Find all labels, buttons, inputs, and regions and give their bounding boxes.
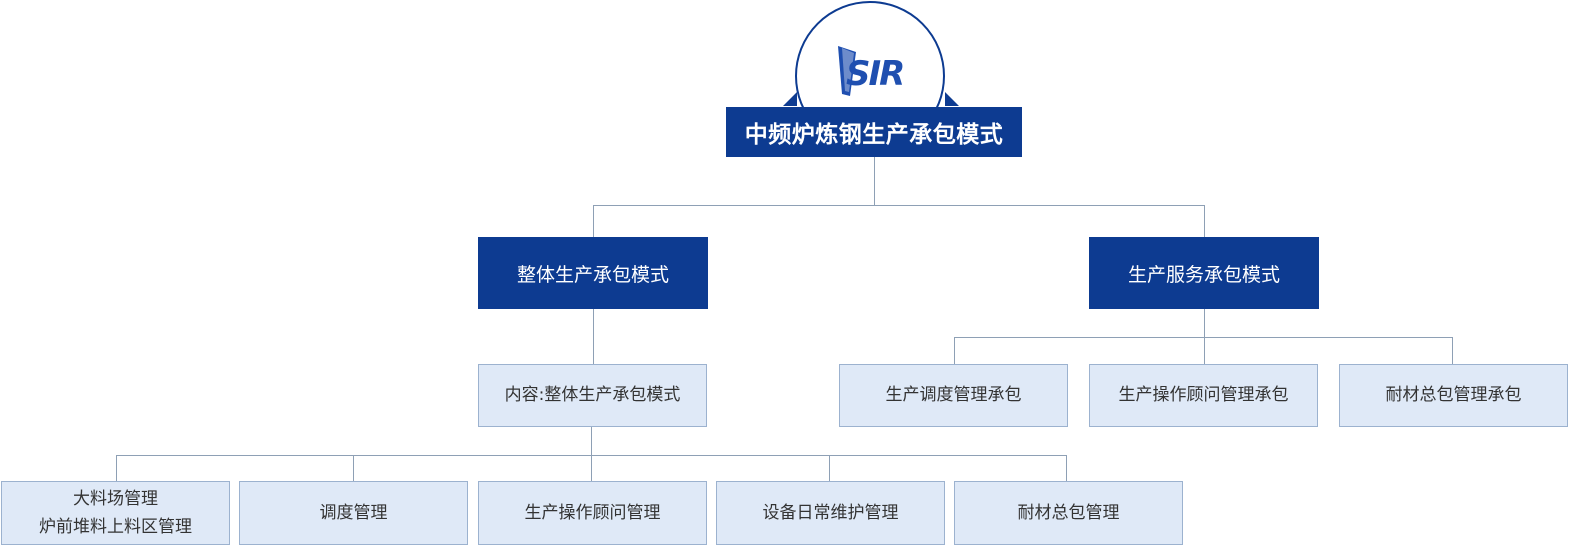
service-label: 生产调度管理承包 — [885, 385, 1022, 406]
root-node: 中频炉炼钢生产承包模式 — [726, 107, 1022, 157]
branch-integrated-production: 整体生产承包模式 — [478, 237, 708, 309]
logo-text: SIR — [846, 54, 903, 94]
root-label: 中频炉炼钢生产承包模式 — [744, 122, 1004, 148]
leaf-label-line: 耐材总包管理 — [1017, 502, 1120, 523]
content-label: 内容:整体生产承包模式 — [504, 385, 681, 406]
service-node-dispatch: 生产调度管理承包 — [839, 364, 1068, 427]
service-label: 耐材总包管理承包 — [1385, 385, 1522, 406]
leaf-node-equipment-maintenance: 设备日常维护管理 — [716, 481, 945, 545]
leaf-label-line: 生产操作顾问管理 — [524, 502, 661, 523]
content-node: 内容:整体生产承包模式 — [478, 364, 707, 427]
leaf-node-dispatch: 调度管理 — [239, 481, 468, 545]
branch-production-service: 生产服务承包模式 — [1089, 237, 1319, 309]
leaf-node-material-yard: 大料场管理 炉前堆料上料区管理 — [1, 481, 230, 545]
branch-label: 生产服务承包模式 — [1127, 263, 1280, 286]
branch-label: 整体生产承包模式 — [516, 263, 669, 286]
logo-tab-right — [945, 92, 959, 106]
service-node-refractory: 耐材总包管理承包 — [1339, 364, 1568, 427]
logo-tab-left — [783, 92, 797, 106]
service-label: 生产操作顾问管理承包 — [1118, 385, 1289, 406]
service-node-operation-advisor: 生产操作顾问管理承包 — [1089, 364, 1318, 427]
leaf-label-line: 炉前堆料上料区管理 — [39, 517, 192, 537]
leaf-node-refractory: 耐材总包管理 — [954, 481, 1183, 545]
sir-logo: SIR — [838, 46, 905, 96]
leaf-label-line: 大料场管理 — [73, 488, 158, 509]
leaf-label-line: 调度管理 — [319, 502, 388, 523]
leaf-label-line: 设备日常维护管理 — [762, 502, 899, 523]
leaf-node-operation-advisor: 生产操作顾问管理 — [478, 481, 707, 545]
